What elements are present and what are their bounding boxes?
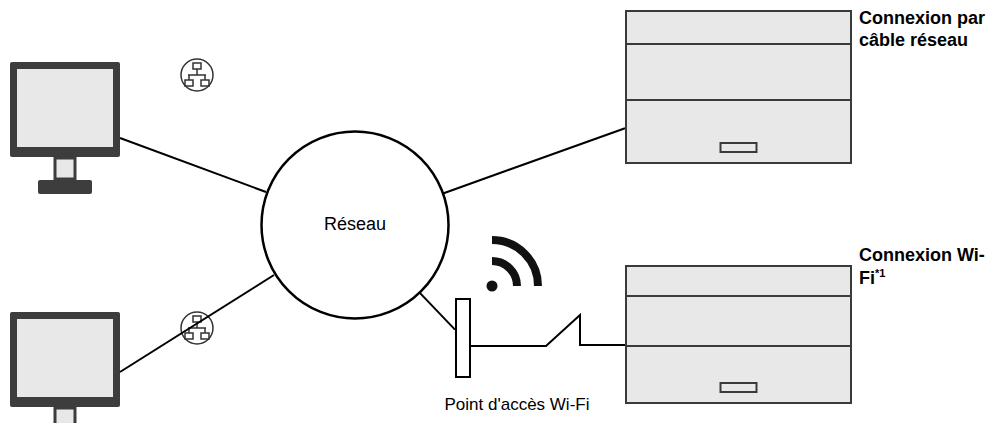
node-text: Connexion Wi-Fi bbox=[859, 245, 985, 288]
network-cable bbox=[420, 293, 455, 330]
printer-panel bbox=[626, 266, 851, 296]
network-cable bbox=[120, 138, 266, 192]
printer-handle bbox=[721, 143, 757, 152]
circle-outline bbox=[262, 132, 449, 319]
network-cable bbox=[120, 275, 274, 372]
node-text: Connexion par câble réseau bbox=[859, 8, 985, 50]
node-text: Point d'accès Wi-Fi bbox=[445, 395, 590, 414]
node-label: Point d'accès Wi-Fi bbox=[392, 395, 642, 415]
network-icon-glyph bbox=[193, 63, 201, 69]
wireless-link bbox=[471, 315, 625, 346]
monitor-screen bbox=[17, 319, 113, 397]
computer-monitor bbox=[10, 62, 120, 194]
monitor-neck bbox=[55, 408, 75, 423]
access-point: Point d'accès Wi-Fi bbox=[455, 298, 471, 378]
wifi-dot bbox=[487, 281, 498, 292]
network-icon-circle bbox=[181, 59, 213, 91]
network-icon-glyph bbox=[185, 80, 193, 86]
printer-handle bbox=[721, 383, 757, 392]
network-icon bbox=[181, 59, 213, 91]
wifi-symbol bbox=[487, 240, 539, 292]
printer-illustration bbox=[625, 265, 852, 405]
monitor-frame bbox=[10, 312, 120, 407]
network-icon-glyph bbox=[185, 333, 193, 339]
network-icon-glyph bbox=[201, 80, 209, 86]
printer-panel bbox=[626, 296, 851, 346]
computer-monitor bbox=[10, 312, 120, 423]
monitor-screen bbox=[17, 69, 113, 147]
footnote-mark: *1 bbox=[875, 267, 885, 279]
printer-illustration bbox=[625, 10, 852, 165]
network-cable bbox=[443, 128, 625, 193]
printer-box: Connexion par câble réseau bbox=[625, 10, 852, 165]
printer-box: Connexion Wi-Fi*1 bbox=[625, 265, 852, 405]
node-text: Réseau bbox=[324, 214, 386, 236]
printer-panel bbox=[626, 11, 851, 44]
printer-panel bbox=[626, 100, 851, 163]
wifi-arc bbox=[492, 261, 517, 286]
network-icon-glyph bbox=[188, 69, 206, 80]
monitor-base bbox=[38, 180, 92, 194]
monitor-neck bbox=[55, 158, 75, 179]
monitor-frame bbox=[10, 62, 120, 157]
network-circle: Réseau bbox=[260, 130, 450, 320]
printer-panel bbox=[626, 346, 851, 403]
network-icon-glyph bbox=[201, 333, 209, 339]
printer-panel bbox=[626, 44, 851, 100]
wifi-arc bbox=[492, 240, 538, 286]
node-label: Réseau bbox=[260, 130, 450, 320]
node-label: Connexion par câble réseau bbox=[859, 8, 987, 51]
node-label: Connexion Wi-Fi*1 bbox=[859, 245, 987, 289]
